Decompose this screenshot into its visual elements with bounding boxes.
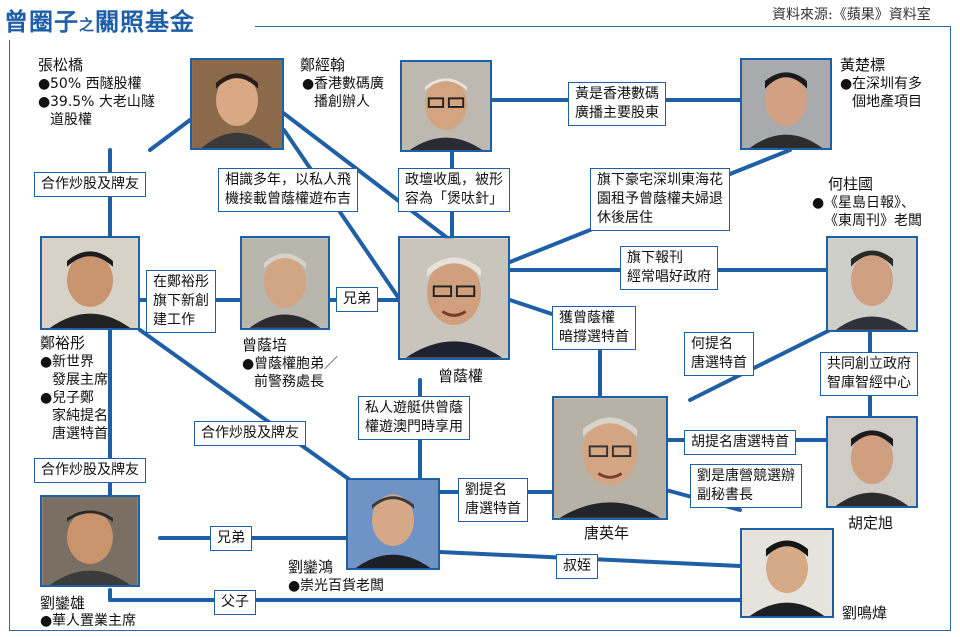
name-lau-lx: 劉鑾雄 [38, 594, 88, 613]
photo-lau-mw [740, 528, 834, 618]
link-cheng-laulh [138, 328, 352, 482]
name-tsang-ym: 曾蔭培 [240, 336, 290, 355]
title-box: 曾圈子之關照基金 [0, 0, 255, 40]
name-tsang-yk: 曾蔭權 [436, 367, 486, 386]
name-lau-lh: 劉鑾鴻 [286, 558, 336, 577]
photo-ho [826, 236, 918, 332]
photo-cheng-yt [40, 236, 140, 330]
name-ho: 何柱國 [826, 175, 876, 194]
portrait-icon [828, 238, 916, 330]
link-chengkk-tsang [282, 128, 402, 302]
photo-cheng-kk [190, 58, 284, 150]
desc-lau-lh: ●崇光百貨老闆 [288, 578, 384, 594]
portrait-icon [828, 418, 916, 506]
photo-wu [826, 416, 918, 508]
desc-tsang-ym: ●曾蔭權胞弟／ 前警務處長 [242, 356, 338, 390]
name-cheung: 張松橋 [36, 56, 86, 75]
desc-ho: ●《星島日報》、 《東周刊》老闆 [812, 195, 922, 229]
portrait-icon [42, 497, 138, 585]
label-brothers2: 兄弟 [210, 526, 252, 551]
photo-tsang-ym [240, 236, 330, 330]
link-top-left [148, 118, 192, 152]
label-think-tank: 共同創立政府 智庫智經中心 [820, 352, 918, 396]
portrait-icon [348, 480, 438, 568]
label-uncle: 叔姪 [556, 554, 598, 579]
name-lau-mw: 劉鳴煒 [840, 604, 890, 623]
label-ho-nominate: 何提名 唐選特首 [684, 332, 754, 376]
photo-wong [740, 58, 832, 150]
label-brothers1: 兄弟 [336, 287, 378, 312]
portrait-icon [192, 60, 282, 148]
desc-cheng-kk: ●香港數碼廣 播創辦人 [302, 76, 384, 110]
portrait-icon [742, 60, 830, 148]
source-credit: 資料來源:《蘋果》資料室 [772, 7, 931, 23]
page-title: 曾圈子之關照基金 [4, 8, 196, 36]
label-stock2: 合作炒股及牌友 [194, 421, 306, 446]
label-mansion: 旗下豪宅深圳東海花 園租予曾蔭權夫婦退 休後居住 [590, 168, 730, 231]
portrait-icon [42, 238, 138, 328]
name-cheng-kk: 鄭經翰 [298, 56, 348, 75]
label-yacht: 私人遊艇供曾蔭 權遊澳門時享用 [358, 396, 470, 440]
label-friends-jet: 相識多年，以私人飛 機接載曾蔭權遊布吉 [218, 168, 358, 212]
label-politics: 政壇收風，被形 容為「煲呔針」 [398, 168, 510, 212]
outer-frame [9, 26, 951, 631]
photo-tsang-yk-center [398, 236, 510, 360]
label-support: 獲曾蔭權 暗撐選特首 [552, 306, 636, 350]
label-stock3: 合作炒股及牌友 [34, 458, 146, 483]
portrait-icon [400, 238, 508, 358]
photo-lau-lh [346, 478, 440, 570]
portrait-icon [742, 530, 832, 616]
label-lau-nominate: 劉提名 唐選特首 [458, 478, 528, 522]
label-deputy: 劉是唐營競選辦 副秘書長 [690, 464, 802, 508]
label-wong-major: 黃是香港數碼 廣播主要股東 [568, 82, 666, 126]
label-newspaper: 旗下報刊 經常唱好政府 [620, 246, 718, 290]
portrait-icon [402, 62, 490, 150]
desc-wong: ●在深圳有多 個地產項目 [840, 76, 922, 110]
label-father-son: 父子 [214, 590, 256, 615]
desc-cheng-yt: ●新世界 發展主席 ●兒子鄭 家純提名 唐選特首 [40, 354, 108, 442]
name-tang: 唐英年 [582, 524, 632, 543]
label-stock1: 合作炒股及牌友 [34, 172, 146, 197]
name-wu: 胡定旭 [846, 514, 896, 533]
photo-lau-lx [40, 495, 140, 587]
desc-lau-lx: ●華人置業主席 [40, 613, 136, 629]
portrait-icon [242, 238, 328, 328]
name-cheng-yt: 鄭裕彤 [38, 334, 88, 353]
portrait-icon [554, 398, 666, 518]
label-work-cheng: 在鄭裕彤 旗下新創 建工作 [146, 270, 216, 333]
photo-tang [552, 396, 668, 520]
name-wong: 黃楚標 [838, 56, 888, 75]
label-wu-nominate: 胡提名唐選特首 [684, 430, 796, 455]
photo-tsang-yk [400, 60, 492, 152]
desc-cheung: ●50% 西隧股權 ●39.5% 大老山隧 道股權 [38, 76, 155, 128]
